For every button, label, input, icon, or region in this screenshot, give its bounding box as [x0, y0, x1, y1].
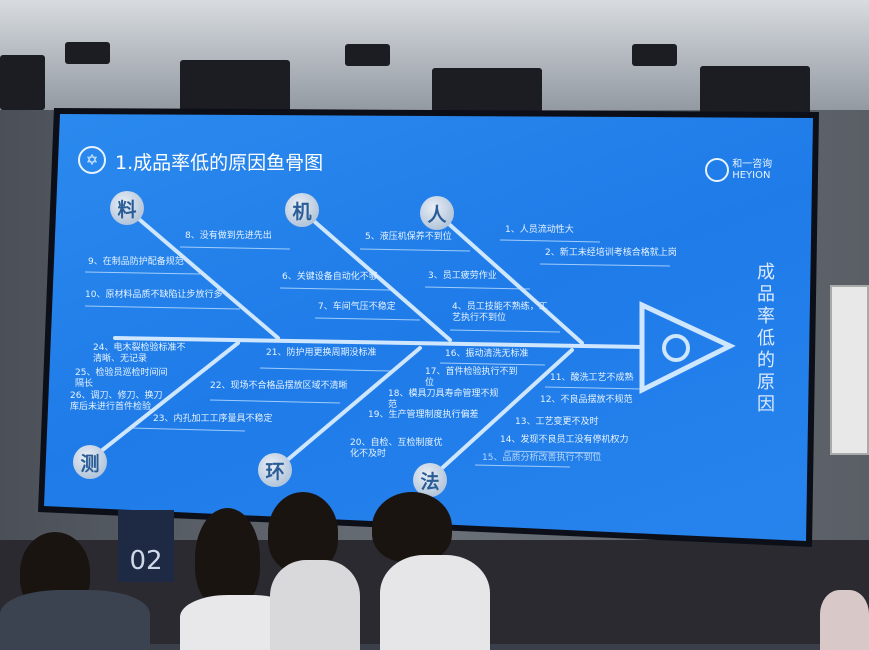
cause-25-line1: 25、检验员巡检时间间 — [75, 368, 168, 378]
bone-measure — [98, 341, 240, 454]
cause-1: 1、人员流动性大 — [505, 225, 574, 235]
audience-body — [820, 590, 869, 650]
stage-light — [632, 44, 677, 66]
stage-light — [0, 55, 45, 110]
cause-23: 23、内孔加工工序量具不稳定 — [153, 414, 273, 424]
category-material: 料 — [110, 191, 144, 225]
logo-text: 和一咨询 — [732, 159, 773, 170]
fish-eye — [662, 334, 690, 362]
cause-24-line1: 24、电木裂检验标准不 — [93, 343, 186, 353]
cause-25: 25、检验员巡检时间间隔长 — [75, 368, 167, 390]
cause-4: 4、员工技能不熟练，工艺执行不到位 — [452, 302, 548, 324]
bone-environment — [283, 346, 422, 464]
cause-9: 9、在制品防护配备规范 — [88, 257, 184, 267]
cause-7: 7、车间气压不稳定 — [318, 302, 396, 312]
cause-25-line2: 隔长 — [75, 379, 94, 389]
cause-17: 17、首件检验执行不到位 — [425, 367, 517, 389]
cause-18-line1: 18、模具刀具寿命管理不规 — [388, 389, 499, 399]
cause-6: 6、关键设备自动化不够 — [282, 272, 378, 282]
cause-2: 2、新工未经培训考核合格就上岗 — [545, 248, 677, 258]
cause-22: 22、现场不合格品摆放区域不清晰 — [210, 381, 348, 391]
bone-man — [448, 223, 584, 345]
cause-24: 24、电木裂检验标准不清晰、无记录 — [93, 343, 185, 365]
stage-light — [432, 68, 542, 118]
cause-24-line2: 清晰、无记录 — [93, 354, 148, 364]
cause-21: 21、防护用更换周期没标准 — [266, 348, 377, 358]
cause-8: 8、没有做到先进先出 — [185, 231, 272, 241]
stage-light — [180, 60, 290, 115]
cause-5: 5、液压机保养不到位 — [365, 232, 452, 242]
cause-11: 11、酸洗工艺不成熟 — [550, 373, 634, 383]
bone-machine — [313, 220, 452, 342]
audience-head — [372, 492, 452, 562]
cause-20: 20、自检、互检制度优化不及时 — [350, 438, 442, 460]
stage-light — [700, 66, 810, 118]
cause-18: 18、模具刀具寿命管理不规范 — [388, 389, 498, 411]
star-logo-icon: ✡ — [78, 146, 106, 174]
stage-light — [345, 44, 390, 66]
cause-3: 3、员工疲劳作业 — [428, 271, 497, 281]
cause-12: 12、不良品摆放不规范 — [540, 395, 633, 405]
category-measurement: 测 — [73, 445, 107, 479]
cause-10: 10、原材料品质不缺陷让步放行多 — [85, 290, 223, 300]
company-logo: 和一咨询 HEYION — [705, 158, 772, 182]
fish-head — [639, 301, 736, 395]
cause-4-line1: 4、员工技能不熟练，工 — [452, 302, 548, 312]
cause-14: 14、发现不良员工没有停机权力 — [500, 435, 629, 445]
spine — [113, 336, 644, 349]
cause-26-line2: 库后未进行首件检验 — [70, 402, 152, 412]
flipchart-stand — [830, 285, 869, 455]
effect-label: 成品率低的原因 — [757, 262, 775, 415]
cause-13: 13、工艺变更不及时 — [515, 417, 599, 427]
cause-20-line2: 化不及时 — [350, 449, 387, 459]
cause-15: 15、品质分析改善执行不到位 — [482, 453, 602, 463]
cause-4-line2: 艺执行不到位 — [452, 313, 507, 323]
audience-body — [270, 560, 360, 650]
bone-material — [138, 218, 280, 340]
logo-mark-icon — [705, 158, 729, 182]
bone-method — [438, 348, 574, 472]
audience-head — [268, 492, 338, 572]
cause-26: 26、调刀、修刀、换刀库后未进行首件检验 — [70, 391, 162, 413]
cause-17-line2: 位 — [425, 378, 435, 388]
cause-16: 16、振动清洗无标准 — [445, 349, 529, 359]
logo-subtext: HEYION — [732, 170, 771, 181]
category-method: 法 — [413, 463, 447, 497]
cause-19: 19、生产管理制度执行偏差 — [368, 410, 479, 420]
audience-body — [0, 590, 150, 650]
cause-18-line2: 范 — [388, 400, 398, 410]
stage-light — [65, 42, 110, 64]
category-man: 人 — [420, 196, 454, 230]
category-machine: 机 — [285, 193, 319, 227]
cause-17-line1: 17、首件检验执行不到 — [425, 367, 518, 377]
audience-head — [195, 508, 260, 608]
chair-back — [380, 555, 490, 650]
table-number-card: 02 — [118, 510, 174, 582]
category-environment: 环 — [258, 453, 292, 487]
cause-20-line1: 20、自检、互检制度优 — [350, 438, 443, 448]
slide-title: 1.成品率低的原因鱼骨图 — [115, 152, 324, 174]
cause-26-line1: 26、调刀、修刀、换刀 — [70, 391, 163, 401]
